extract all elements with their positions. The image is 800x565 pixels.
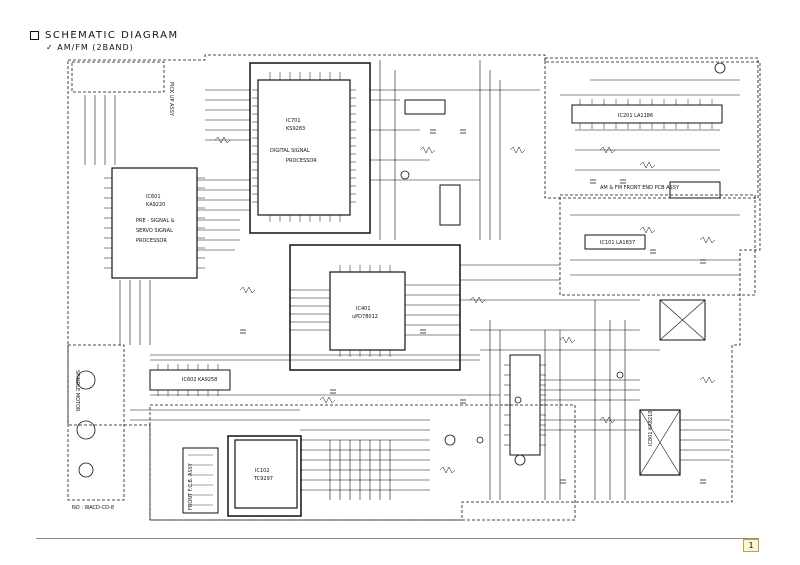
ic601-desc1: PRE - SIGNAL & (136, 218, 175, 224)
ic102-frame (227, 435, 302, 517)
ic102-part: TC9297 (253, 476, 273, 482)
ic701-desc1: DIGITAL SIGNAL (270, 148, 310, 154)
ic102-box (234, 439, 298, 509)
front-pcb-frame (149, 404, 576, 521)
ic-vert-box (439, 184, 461, 226)
motor-circle-3 (78, 462, 94, 478)
checkbox-bullet-icon (30, 30, 39, 40)
tuner-ic2-box (584, 234, 646, 250)
motor-label: SPINDLE MOTOR (74, 370, 80, 412)
amp-ic-label: IC801 KA8210 (648, 411, 654, 446)
arrow-bullet-icon: ✓ (46, 43, 58, 52)
ic701-ref: IC701 (286, 118, 301, 124)
main-board-frame (67, 54, 761, 521)
amfm-assy-label: AM & FM FRONT END PCB ASSY (600, 185, 680, 191)
ic701-desc2: PROCESSOR (286, 158, 317, 164)
ic701-frame (249, 62, 371, 234)
tuner-ic-box (571, 104, 723, 124)
ic401-ref: IC401 (356, 306, 371, 312)
motor-frame (67, 344, 125, 501)
rf-ic-label: IC201 LA1186 (618, 113, 653, 119)
amfm-front-end-frame (544, 57, 759, 199)
page-number: 1 (743, 539, 759, 552)
ic401-frame (289, 244, 461, 371)
ic701-box (257, 79, 351, 216)
motor-circle-2 (76, 420, 96, 440)
display-box (182, 447, 219, 514)
ic601-desc3: PROCESSOR (136, 238, 167, 244)
pickup-frame (71, 61, 165, 93)
ic601-part: KA9220 (146, 202, 165, 208)
ic601-box (111, 167, 198, 279)
ic601-ref: IC601 (146, 194, 161, 200)
ic602-part: KA9258 (198, 377, 217, 383)
tuner-frame (559, 194, 756, 296)
amfm-label-box (669, 181, 721, 199)
front-assy-label: FRONT F.C.B. ASSY (188, 462, 194, 510)
tuner-ic-label: IC101 LA1837 (600, 240, 635, 246)
ic102-ref: IC102 (255, 468, 270, 474)
ic602-ref: IC602 (182, 377, 197, 383)
footer-rule (36, 538, 759, 539)
schematic-subtitle: ✓ AM/FM (2BAND) (46, 43, 134, 52)
ic401-box (329, 271, 406, 351)
ic602-box (149, 369, 231, 391)
ic-quad-box (659, 299, 706, 341)
wacd-label: NO : WACD-CD-8 (72, 505, 114, 511)
motor-circle-1 (76, 370, 96, 390)
subtitle-text: AM/FM (2BAND) (57, 43, 134, 52)
ic701-part: KS9283 (286, 126, 305, 132)
schematic-title: SCHEMATIC DIAGRAM (30, 30, 179, 41)
ic401-part: uPD78012 (352, 314, 378, 320)
title-text: SCHEMATIC DIAGRAM (45, 30, 179, 41)
ic-amp-box (639, 409, 681, 476)
ic-small-box (404, 99, 446, 115)
ic601-desc2: SERVO SIGNAL (136, 228, 173, 234)
pickup-label: PICK UP ASSY (168, 82, 174, 117)
